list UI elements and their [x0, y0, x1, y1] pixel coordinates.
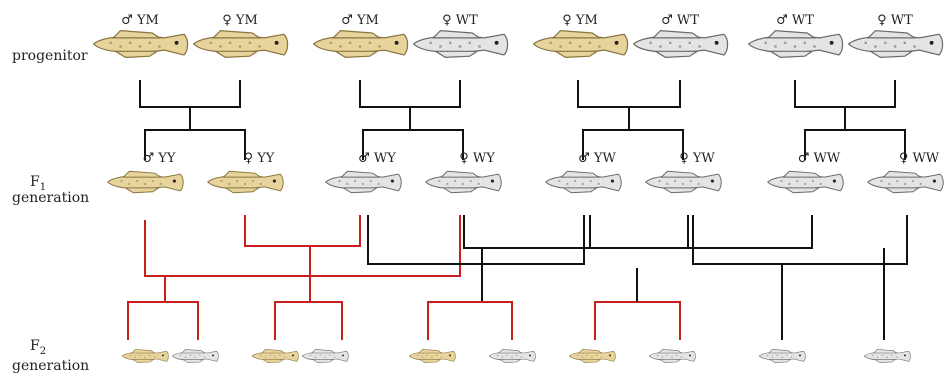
fish-eye-icon [212, 354, 214, 357]
row-label-f1-generation: generation [12, 190, 89, 206]
fish-eye-icon [162, 354, 164, 357]
progenitor-label: ♂ WT [661, 13, 699, 28]
row-label-f1: F1 [30, 174, 46, 193]
red-bracket-f2-1 [127, 301, 199, 340]
pedigree-lines [127, 80, 908, 340]
fish-eye-icon [172, 179, 176, 183]
f2-fish [568, 349, 616, 363]
fish-eye-icon [932, 179, 936, 183]
row-label-f2-generation: generation [12, 358, 89, 374]
fish-eye-icon [829, 40, 834, 45]
cross-bracket-progenitor [794, 80, 896, 108]
cross-bracket-progenitor [139, 80, 241, 108]
f2-fish [121, 349, 169, 363]
fish-eye-icon [274, 40, 279, 45]
f2-fish [758, 349, 806, 363]
row-label-progenitor: progenitor [12, 48, 88, 64]
fish-eye-icon [529, 354, 531, 357]
progenitor-fish [633, 29, 729, 59]
f2-fish [408, 349, 456, 363]
f2-fish [863, 349, 911, 363]
fish-layer: ♂ YM ♀ YM ♂ YM ♀ WT ♀ YM ♂ WT ♂ WT ♀ WT ♂ YY ♀ YY… [93, 13, 944, 363]
progenitor-label: ♀ WT [877, 13, 913, 28]
progenitor-label: ♀ YM [562, 13, 598, 28]
fish-eye-icon [610, 179, 614, 183]
progenitor-fish [848, 29, 944, 59]
f2-fish [488, 349, 536, 363]
fish-eye-icon [449, 354, 451, 357]
black-cross-4 [692, 215, 908, 265]
f2-fish [251, 349, 299, 363]
f1-fish [425, 170, 502, 194]
progenitor-label: ♂ WT [776, 13, 814, 28]
f1-fish [645, 170, 722, 194]
f1-label: ♂ YY [143, 151, 176, 166]
row-label-f2: F2 [30, 338, 46, 357]
f1-fish [867, 170, 944, 194]
f2-fish [301, 349, 349, 363]
red-cross-1 [144, 215, 461, 277]
f1-label: ♂ YW [578, 151, 616, 166]
f2-fish [171, 349, 219, 363]
progenitor-fish [748, 29, 844, 59]
fish-eye-icon [929, 40, 934, 45]
cross-bracket-f1 [362, 129, 464, 160]
black-cross-3 [589, 215, 813, 249]
fish-eye-icon [714, 40, 719, 45]
cross-bracket-f1 [582, 129, 684, 160]
f1-fish [107, 170, 184, 194]
black-cross-1 [367, 215, 585, 265]
fish-eye-icon [292, 354, 294, 357]
fish-eye-icon [710, 179, 714, 183]
progenitor-fish [313, 29, 409, 59]
fish-eye-icon [904, 354, 906, 357]
progenitor-label: ♂ YM [341, 13, 379, 28]
fish-eye-icon [689, 354, 691, 357]
progenitor-fish [93, 29, 189, 59]
fish-eye-icon [272, 179, 276, 183]
f1-label: ♀ WW [899, 151, 940, 166]
fish-eye-icon [390, 179, 394, 183]
fish-eye-icon [832, 179, 836, 183]
fish-eye-icon [799, 354, 801, 357]
f1-label: ♂ WW [798, 151, 841, 166]
f1-fish [325, 170, 402, 194]
red-bracket-f2-3 [427, 301, 513, 340]
f2-fish [648, 349, 696, 363]
cross-bracket-f1 [144, 129, 246, 160]
fish-eye-icon [490, 179, 494, 183]
progenitor-fish [533, 29, 629, 59]
red-bracket-f2-4 [594, 301, 681, 340]
progenitor-fish [413, 29, 509, 59]
fish-eye-icon [394, 40, 399, 45]
cross-bracket-progenitor [577, 80, 681, 108]
fish-eye-icon [494, 40, 499, 45]
fish-eye-icon [609, 354, 611, 357]
fish-eye-icon [342, 354, 344, 357]
cross-bracket-progenitor [359, 80, 461, 108]
fish-eye-icon [614, 40, 619, 45]
red-bracket-f2-2 [274, 301, 343, 340]
fish-eye-icon [174, 40, 179, 45]
f1-label: ♂ WY [358, 151, 396, 166]
f1-fish [207, 170, 284, 194]
f1-fish [545, 170, 622, 194]
f1-label: ♀ WY [459, 151, 495, 166]
red-cross-2 [244, 215, 361, 247]
progenitor-fish [193, 29, 289, 59]
black-cross-2 [463, 215, 689, 249]
f1-fish [767, 170, 844, 194]
cross-bracket-f1 [804, 129, 906, 160]
progenitor-label: ♀ WT [442, 13, 478, 28]
progenitor-label: ♂ YM [121, 13, 159, 28]
f1-label: ♀ YW [679, 151, 715, 166]
progenitor-label: ♀ YM [222, 13, 258, 28]
f1-label: ♀ YY [244, 151, 275, 166]
